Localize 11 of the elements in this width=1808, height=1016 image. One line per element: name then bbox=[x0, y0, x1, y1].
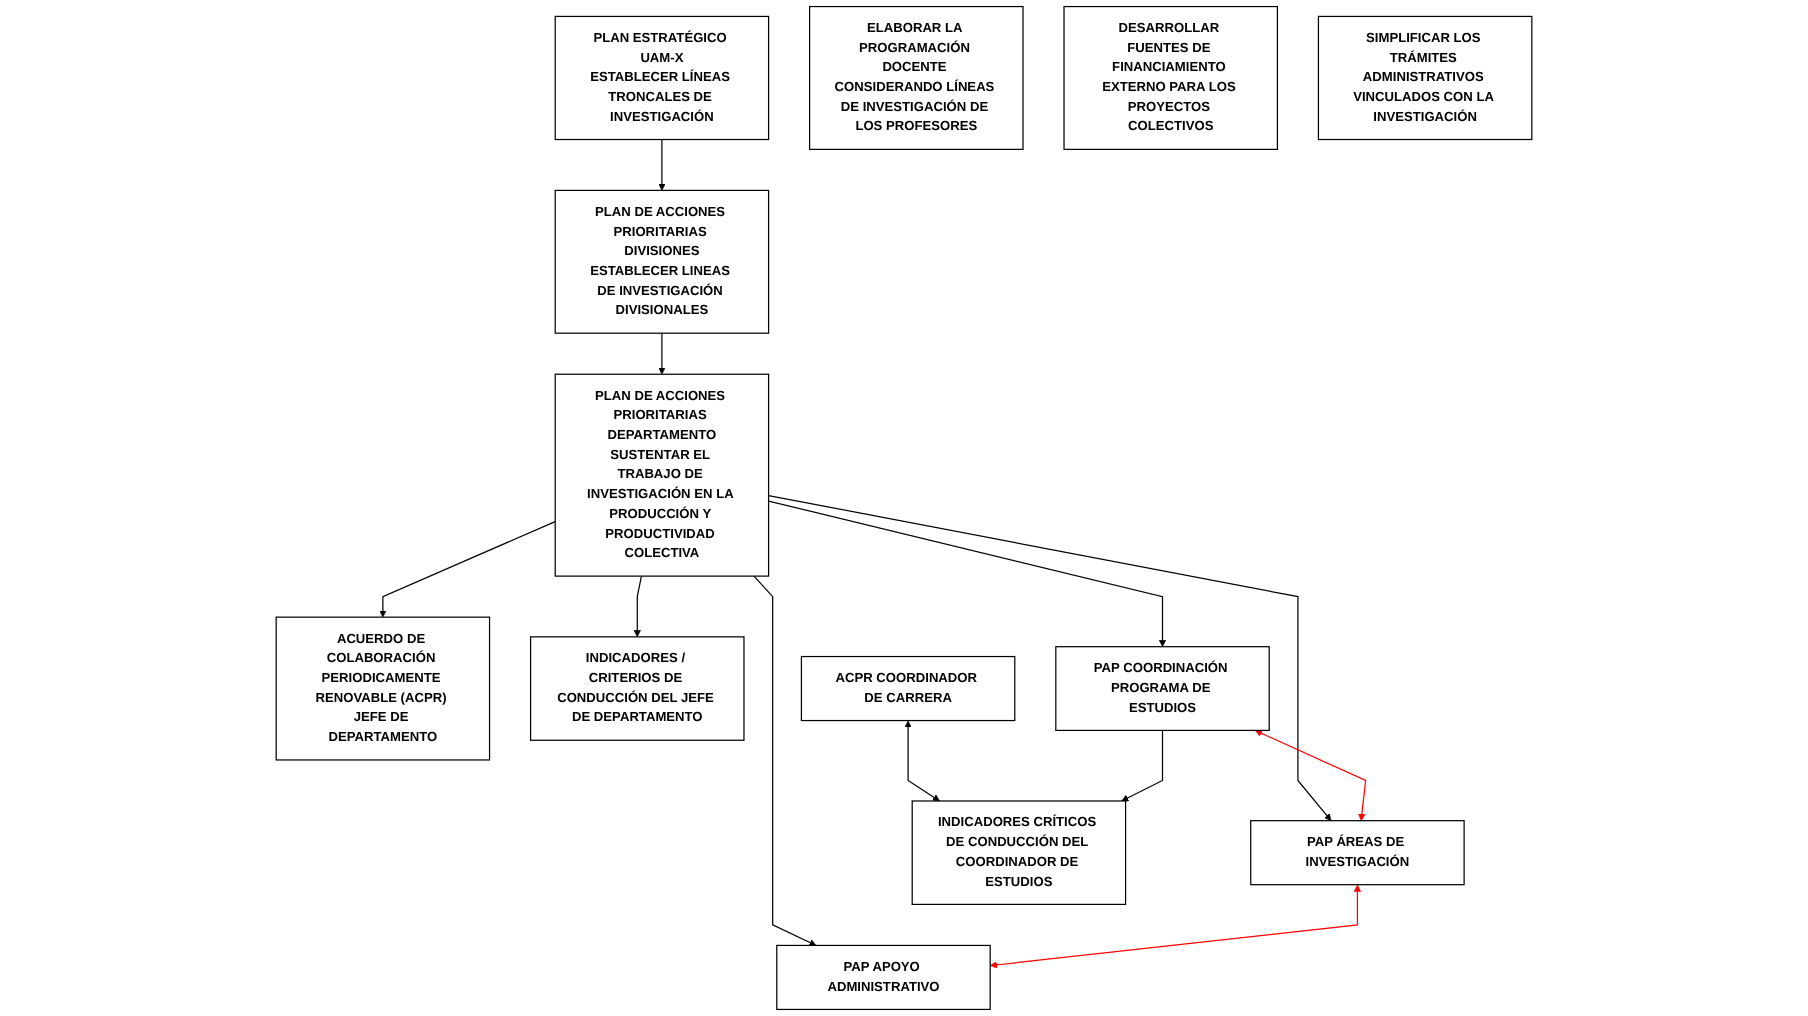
arrow bbox=[753, 575, 817, 946]
arrow bbox=[379, 521, 556, 618]
arrow bbox=[1121, 729, 1164, 802]
arrow bbox=[658, 138, 666, 191]
arrow bbox=[767, 494, 1332, 821]
arrow bbox=[658, 332, 666, 375]
arrow bbox=[989, 884, 1362, 969]
arrow bbox=[904, 720, 940, 802]
arrow bbox=[767, 500, 1167, 647]
arrow bbox=[633, 575, 643, 638]
arrow bbox=[1255, 729, 1367, 821]
